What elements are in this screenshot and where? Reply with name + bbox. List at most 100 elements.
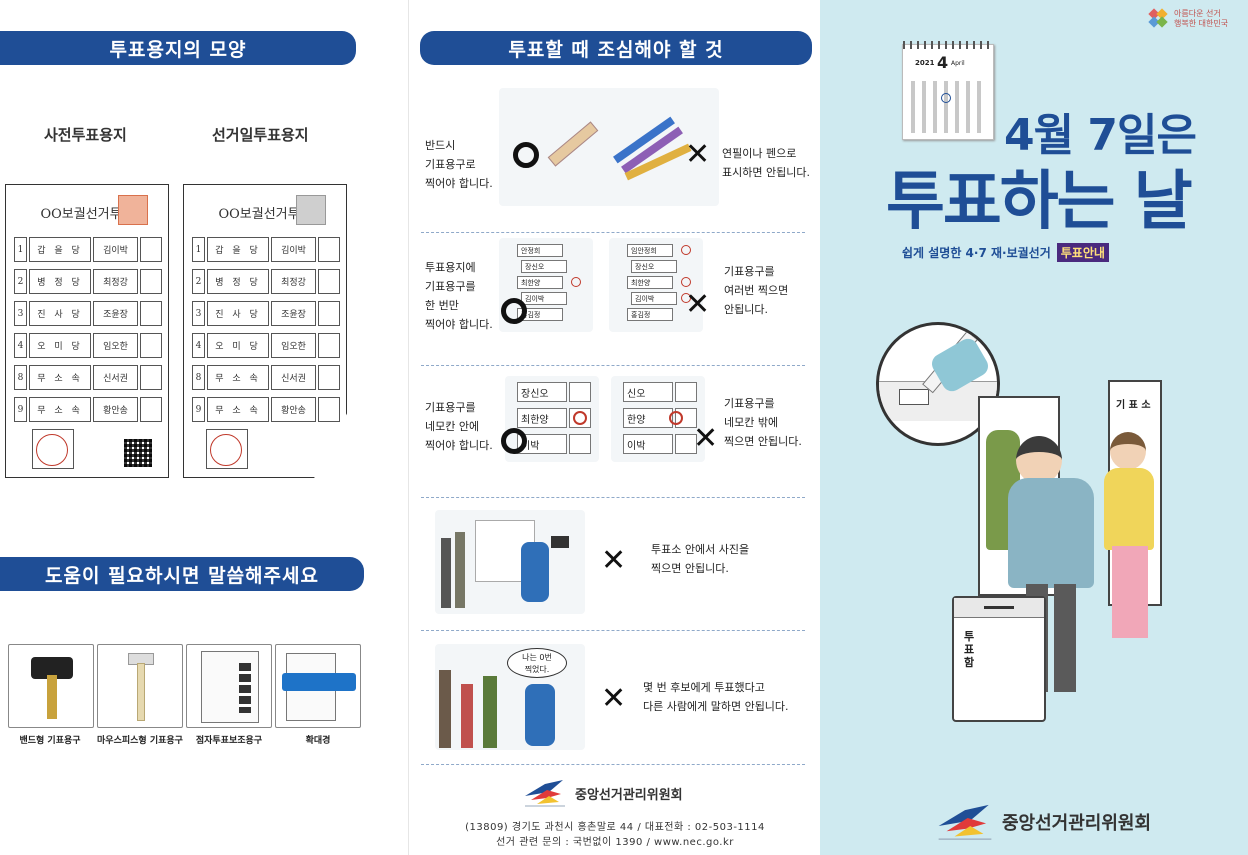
ballot-row-party: 무 소 속 <box>207 397 269 422</box>
guide-badge: 투표안내 <box>1056 243 1109 262</box>
divider <box>421 232 805 233</box>
divider <box>421 630 805 631</box>
ballot-row-box <box>140 333 162 358</box>
mini-ballot-row: 최한양 <box>517 408 567 428</box>
voter-head <box>1016 436 1062 484</box>
ballot-row-box <box>318 301 340 326</box>
ballot-row-number: 4 <box>192 333 205 358</box>
inquiry-text: 선거 관련 문의 : 국번없이 1390 / www.nec.go.kr <box>496 837 734 848</box>
qr-code-icon <box>124 439 152 467</box>
ballot-box: 투표함 <box>952 596 1046 722</box>
ballot-row-number: 2 <box>192 269 205 294</box>
wrong-mark-icon: ✕ <box>685 137 711 172</box>
stamp-mark-icon <box>681 293 691 303</box>
tool-label: 밴드형 기표용구 <box>19 736 81 746</box>
campaign-slogan: 아름다운 선거 행복한 대한민국 <box>1148 8 1228 30</box>
tool-label: 마우스피스형 기표용구 <box>97 736 183 746</box>
mini-ballot-row: 김이박 <box>631 292 677 305</box>
address-text: (13809) 경기도 과천시 홍촌말로 44 / 대표전화 : 02-503-… <box>465 822 765 833</box>
nec-emblem-icon <box>525 780 565 807</box>
seal-icon <box>210 434 242 466</box>
election-day-ballot-title: 선거일투표용지 <box>212 126 309 144</box>
ballot-row-candidate: 최정강 <box>271 269 316 294</box>
help-header: 도움이 필요하시면 말씀해주세요 <box>0 557 364 591</box>
voter-woman-body <box>1104 468 1154 550</box>
divider <box>421 497 805 498</box>
title-voting-day: 투표하는 날 <box>886 165 1193 239</box>
mini-ballot-row: 이박 <box>623 434 673 454</box>
ballot-row-candidate: 조윤장 <box>93 301 138 326</box>
official-seal-box <box>206 429 248 469</box>
ballot-row-number: 9 <box>14 397 27 422</box>
correct-mark-icon <box>513 142 539 168</box>
ballot-row-candidate: 조윤장 <box>271 301 316 326</box>
ballot-row-candidate: 황안송 <box>271 397 316 422</box>
slogan-line-1: 아름다운 선거 <box>1174 9 1221 18</box>
divider <box>421 764 805 765</box>
calendar-year: 2021 <box>915 59 935 67</box>
mini-ballot-box <box>675 434 697 454</box>
nec-logo-large: 중앙선거관리위원회 <box>936 802 1151 842</box>
title-date: 4월 7일은 <box>1004 110 1197 161</box>
mini-ballot-row: 장신오 <box>631 260 677 273</box>
ballot-row-box <box>140 365 162 390</box>
org-name: 중앙선거관리위원회 <box>575 787 683 803</box>
ballot-row-number: 3 <box>14 301 27 326</box>
ballot-row-party: 병 정 당 <box>29 269 91 294</box>
voter-woman-legs <box>1112 546 1148 638</box>
mini-ballot-row: 장신오 <box>521 260 567 273</box>
stamp-mark-icon <box>669 411 683 425</box>
official-seal-box <box>32 429 74 469</box>
slogan-line-2: 행복한 대한민국 <box>1174 19 1229 28</box>
mini-ballot-box <box>569 434 591 454</box>
ballot-row-number: 8 <box>14 365 27 390</box>
tool-label: 확대경 <box>305 736 331 746</box>
ballot-row-box <box>318 237 340 262</box>
stamp-mark-icon <box>571 277 581 287</box>
stamp-mark-icon <box>573 411 587 425</box>
tool-label: 점자투표보조용구 <box>195 736 263 746</box>
mini-ballot-row: 김이박 <box>521 292 567 305</box>
correct-mark-icon <box>501 298 527 324</box>
ballot-row-candidate: 임오한 <box>93 333 138 358</box>
ballot-row-number: 2 <box>14 269 27 294</box>
nec-logo-small: 중앙선거관리위원회 <box>523 778 683 808</box>
mouthpiece-stamp-tool-image <box>97 644 183 728</box>
caution-header: 투표할 때 조심해야 할 것 <box>420 31 812 65</box>
ballot-row-number: 8 <box>192 365 205 390</box>
ballot-row-box <box>140 301 162 326</box>
mini-ballot-box <box>569 382 591 402</box>
band-stamp-tool-image <box>8 644 94 728</box>
voter-man-body <box>1008 478 1094 588</box>
ballot-row-number: 1 <box>14 237 27 262</box>
stamp-icon <box>118 195 148 225</box>
wrong-mark-icon: ✕ <box>685 287 711 322</box>
ballot-row-party: 오 미 당 <box>207 333 269 358</box>
photo-in-booth-illustration <box>435 510 585 614</box>
wrong-mark-icon: ✕ <box>693 421 719 456</box>
ballot-row-party: 무 소 속 <box>29 397 91 422</box>
ballot-row-candidate: 신서권 <box>93 365 138 390</box>
ballot-row-box <box>140 269 162 294</box>
ballot-title: OO보궐선거투표 <box>218 207 312 222</box>
wrong-mark-icon: ✕ <box>601 681 627 716</box>
mini-ballot-box <box>675 382 697 402</box>
ballot-row-candidate: 김이박 <box>93 237 138 262</box>
ballot-row-box <box>140 397 162 422</box>
slogan-logo-icon <box>1148 8 1168 28</box>
calendar-month: 4 <box>937 53 949 72</box>
ballot-row-candidate: 황안송 <box>93 397 138 422</box>
